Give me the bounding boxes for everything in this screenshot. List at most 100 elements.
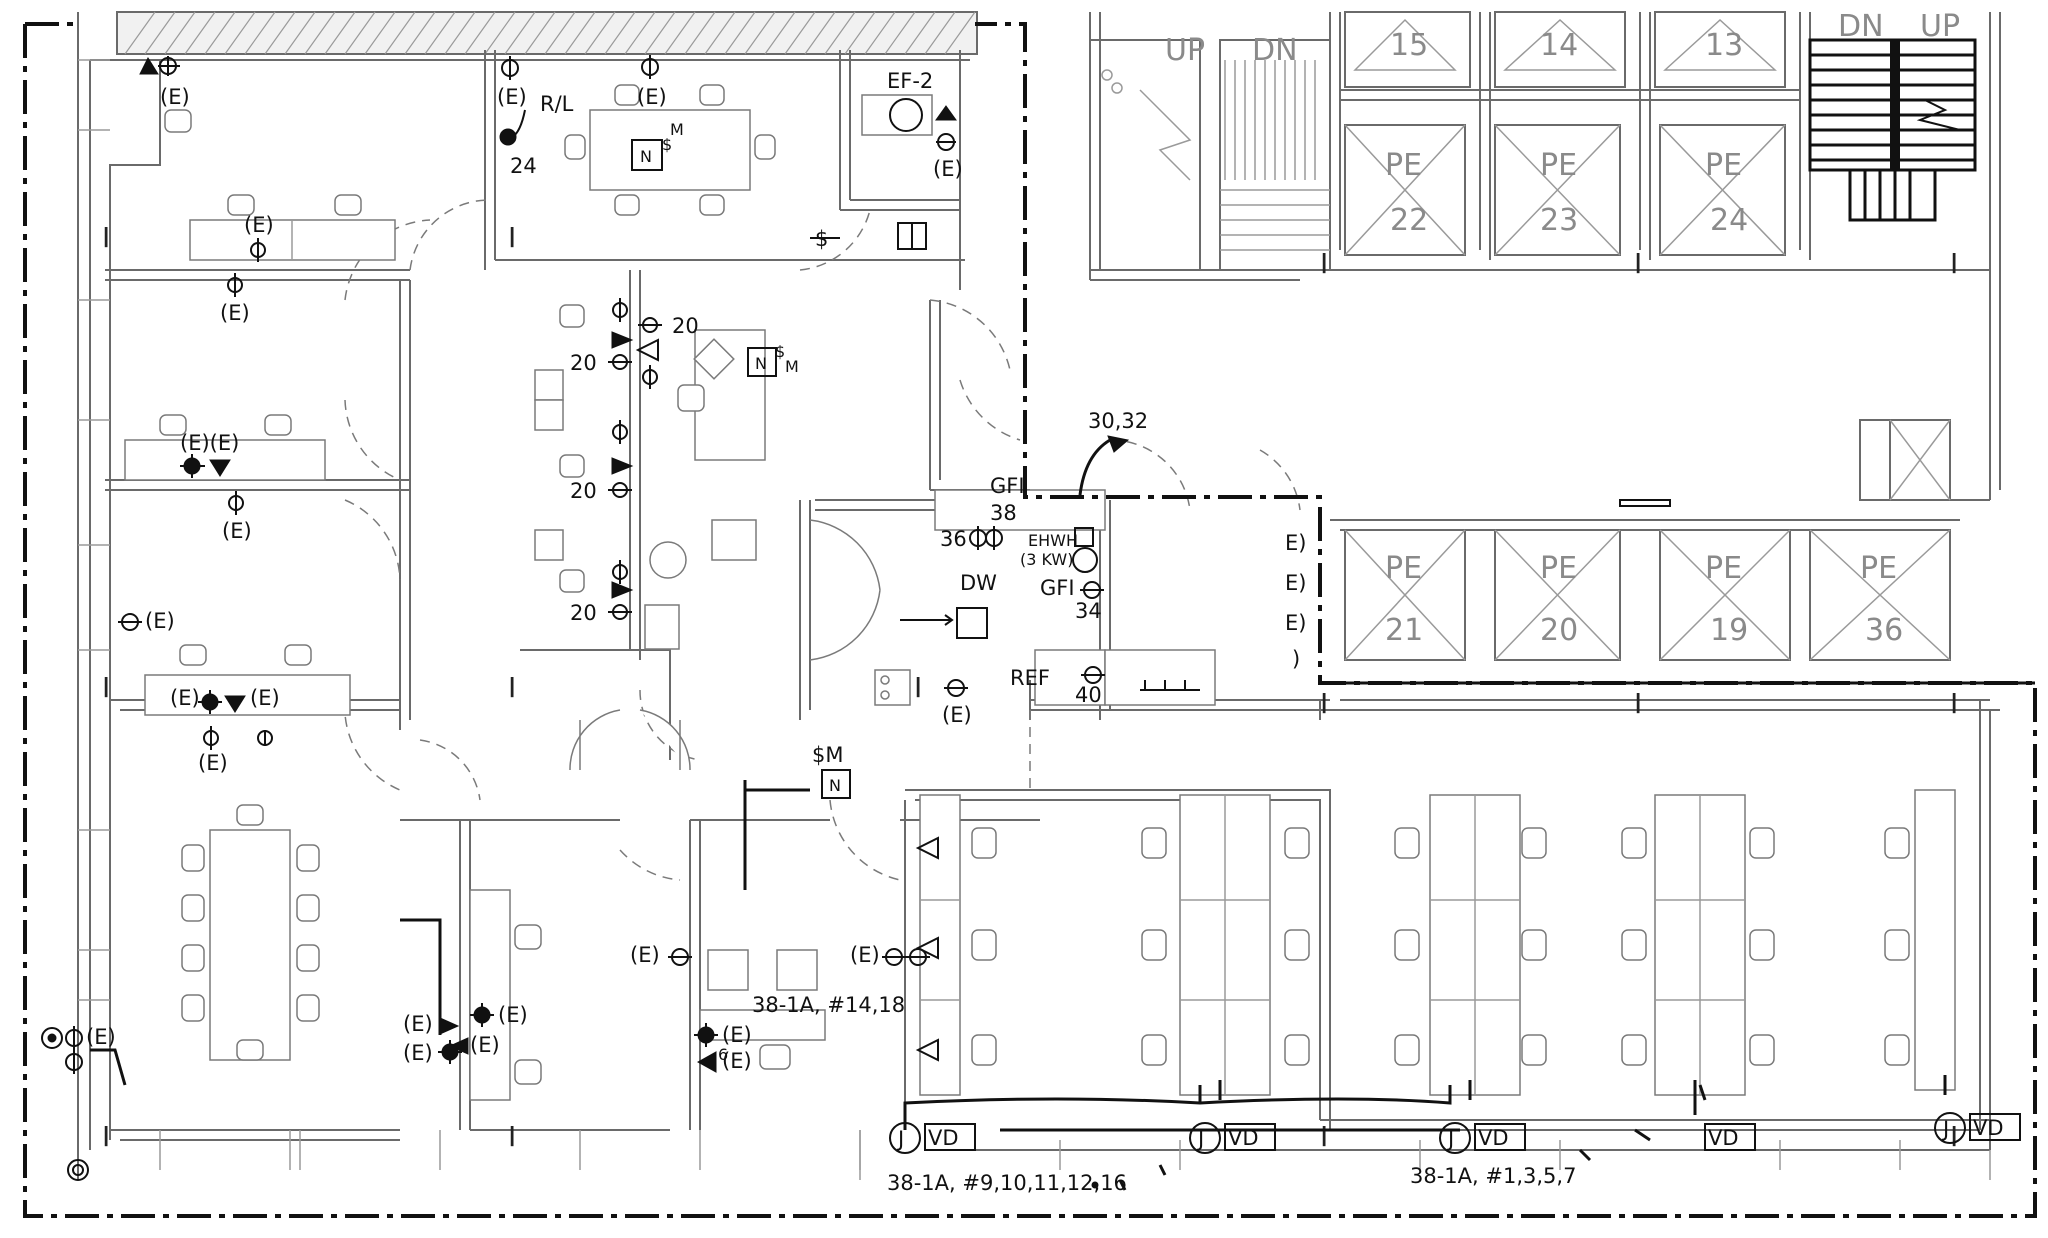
building-walls <box>77 11 2001 1180</box>
ehwh-label: EHWH <box>1028 531 1078 550</box>
existing-label: (E) <box>145 609 175 633</box>
column-labels: I I I I I I I I I I I I I I I <box>102 221 1958 1153</box>
water-heater-box-icon <box>1074 527 1094 547</box>
bay-pe20: PE 20 <box>1494 529 1621 661</box>
vd-label: VD <box>928 1126 959 1150</box>
bay-pe19-number: 19 <box>1710 613 1748 648</box>
data-outlets <box>915 836 939 1062</box>
data-outlet-icon <box>611 581 634 599</box>
circuit-38-label: 38 <box>990 501 1017 525</box>
bay-pe36: PE 36 <box>1809 529 1951 661</box>
existing-label: (E) <box>244 213 274 237</box>
bay-pe36-label: PE <box>1860 551 1897 586</box>
devices-core-partial: E) E) E) ) <box>1285 531 1306 671</box>
vd-label: VD <box>1228 1126 1259 1150</box>
stair-left: UP DN <box>1089 33 1331 271</box>
column-label: I <box>102 1120 110 1153</box>
gfi-label: GFI <box>1040 576 1075 600</box>
receptacle-icon <box>499 128 517 146</box>
junction-label: J <box>1196 1127 1204 1151</box>
furniture <box>124 84 1956 1101</box>
column-label: I <box>1320 687 1328 720</box>
junction-box-3: J VD <box>1439 1122 1526 1154</box>
data-outlet-icon <box>915 936 939 960</box>
vd-label: VD <box>1708 1126 1739 1150</box>
circuit-a-label: 38-1A, #14,18 <box>752 993 905 1017</box>
water-heater-icon <box>1072 547 1098 573</box>
dishwasher-icon <box>956 607 988 639</box>
bay-pe22-number: 22 <box>1390 203 1428 238</box>
data-outlet-icon <box>448 1037 469 1055</box>
data-outlet-icon <box>139 56 159 75</box>
devices-cubicles: 20 20 20 20 N M $ <box>570 298 799 625</box>
data-outlet-icon <box>209 459 231 477</box>
bay-pe36-number: 36 <box>1865 613 1903 648</box>
devices-kitchen: GFI 38 36 EHWH (3 KW) DW GFI 34 REF 40 (… <box>900 409 1200 727</box>
bay-14-label: 14 <box>1540 28 1578 63</box>
gfi-label: GFI <box>990 474 1025 498</box>
junction-box-5: J VD <box>1934 1112 2021 1144</box>
bay-pe23: PE 23 <box>1494 124 1621 256</box>
circuit-20-label: 20 <box>672 314 699 338</box>
m-label: M <box>670 120 684 139</box>
existing-pair-label: (E)(E) <box>180 431 239 455</box>
floor-box-icon <box>41 1027 63 1049</box>
existing-label: (E) <box>630 943 660 967</box>
existing-label: (E) <box>220 301 250 325</box>
column-label: I <box>1950 1120 1958 1153</box>
existing-label: (E) <box>942 703 972 727</box>
stair-right-dn-label: DN <box>1838 9 1884 44</box>
column-label: I <box>508 221 516 254</box>
existing-label: (E) <box>250 686 280 710</box>
column-label: I <box>1320 1120 1328 1153</box>
bay-pe23-number: 23 <box>1540 203 1578 238</box>
circuit-6-label: 6 <box>718 1045 728 1064</box>
junction-label: J <box>1941 1117 1949 1141</box>
switch-motor-label: $M <box>812 743 843 767</box>
existing-label: (E) <box>170 686 200 710</box>
bay-pe22: PE 22 <box>1344 124 1466 256</box>
bay-pe21: PE 21 <box>1344 529 1466 661</box>
column-label: I <box>1634 687 1642 720</box>
junction-boxes: J VD J VD J VD VD J VD <box>889 1112 2021 1154</box>
column-label: I <box>914 671 922 704</box>
n-label: N <box>640 147 652 166</box>
devices-left-offices: (E)(E) (E) (E) (E) (E) (E) <box>118 431 280 775</box>
bay-13-label: 13 <box>1705 28 1743 63</box>
switch-label: $ <box>775 342 785 361</box>
existing-label: (E) <box>222 519 252 543</box>
n-label: N <box>829 776 841 795</box>
ref-label: REF <box>1010 666 1050 690</box>
m-label: M <box>785 357 799 376</box>
vd-device-4: VD <box>1704 1123 1756 1151</box>
door-swings <box>343 199 1301 881</box>
column-label: I <box>508 671 516 704</box>
existing-partial-label: E) <box>1285 611 1306 635</box>
junction-label: J <box>896 1127 904 1151</box>
column-label: I <box>1634 247 1642 280</box>
existing-label: (E) <box>933 157 963 181</box>
circuit-b-label: 38-1A, #9,10,11,12,16 <box>887 1171 1127 1195</box>
bay-15: 15 <box>1344 11 1471 88</box>
dw-label: DW <box>960 571 997 595</box>
bay-pe19: PE 19 <box>1659 529 1791 661</box>
ground-icon <box>67 1159 89 1181</box>
existing-label: (E) <box>160 85 190 109</box>
column-label: I <box>1950 247 1958 280</box>
bay-13: 13 <box>1654 11 1786 88</box>
stair-up-label: UP <box>1165 33 1205 68</box>
data-outlet-icon <box>611 331 634 349</box>
circuit-wiring <box>400 435 1947 1162</box>
data-outlet-icon <box>635 338 659 362</box>
bay-15-label: 15 <box>1390 28 1428 63</box>
stair-right-up-label: UP <box>1920 9 1960 44</box>
circuit-20-label: 20 <box>570 479 597 503</box>
bay-pe20-number: 20 <box>1540 613 1578 648</box>
exhaust-fan-icon <box>889 98 923 132</box>
vd-label: VD <box>1973 1116 2004 1140</box>
existing-label: (E) <box>86 1025 116 1049</box>
data-outlet-icon <box>696 1051 717 1073</box>
ef2-label: EF-2 <box>887 69 933 93</box>
circuit-24-label: 24 <box>510 154 537 178</box>
